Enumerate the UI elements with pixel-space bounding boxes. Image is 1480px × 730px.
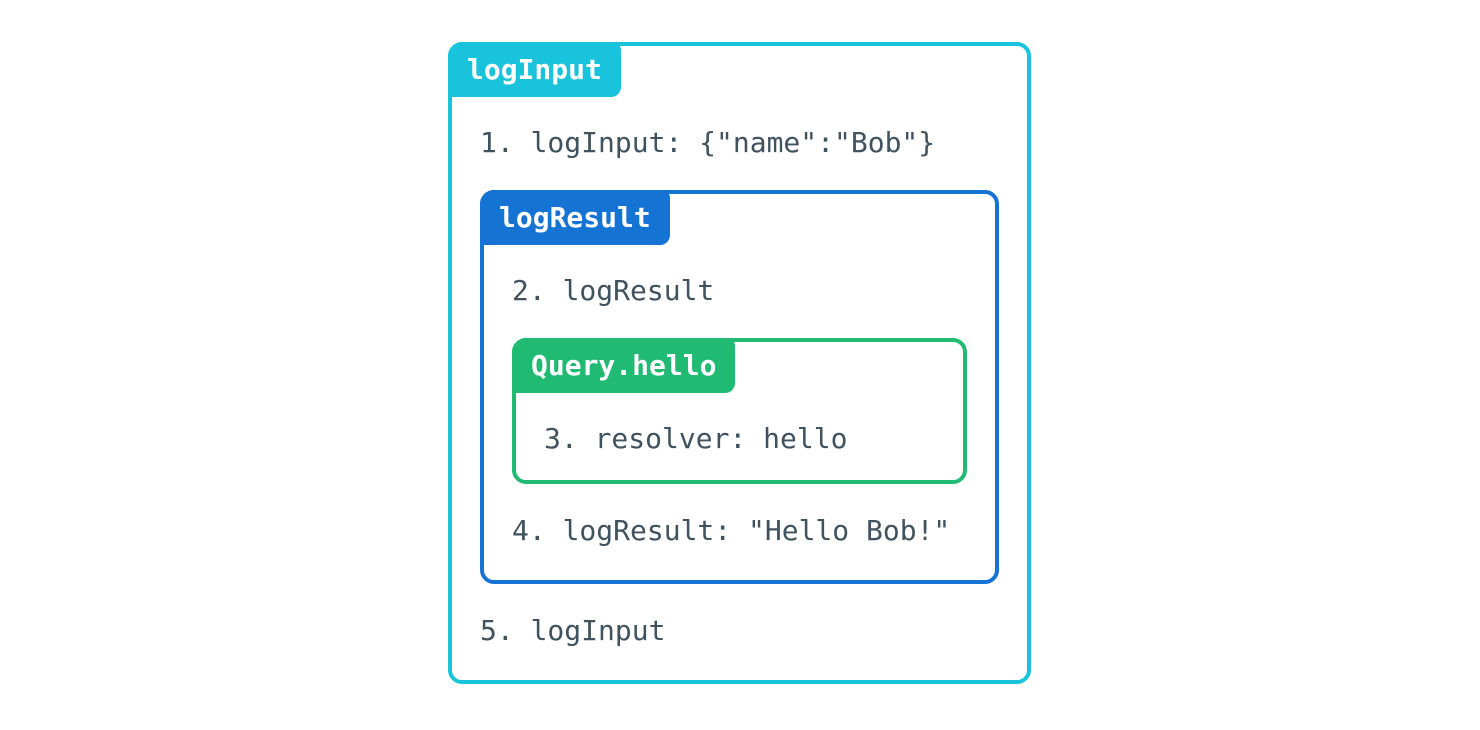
step-1-loginput-before: 1. logInput: {"name":"Bob"} [480,126,936,159]
resolver-box-body: 3. resolver: hello [516,342,963,480]
plugin-box-logresult-body: 2. logResult Query.hello 3. resolver: he… [484,194,995,580]
plugin-box-loginput-body: 1. logInput: {"name":"Bob"} logResult 2.… [452,46,1027,680]
resolver-tab-query-hello: Query.hello [512,338,736,393]
step-5-loginput-after: 5. logInput [480,614,666,647]
plugin-tab-logresult: logResult [480,190,670,245]
resolver-box-query-hello: Query.hello 3. resolver: hello [512,338,967,484]
step-2-logresult-before: 2. logResult [512,274,715,307]
plugin-tab-loginput: logInput [448,42,621,97]
plugin-box-logresult: logResult 2. logResult Query.hello 3. re… [480,190,999,584]
step-4-logresult-after: 4. logResult: "Hello Bob!" [512,514,951,547]
plugin-box-loginput: logInput 1. logInput: {"name":"Bob"} log… [448,42,1031,684]
step-3-resolver: 3. resolver: hello [544,422,848,455]
